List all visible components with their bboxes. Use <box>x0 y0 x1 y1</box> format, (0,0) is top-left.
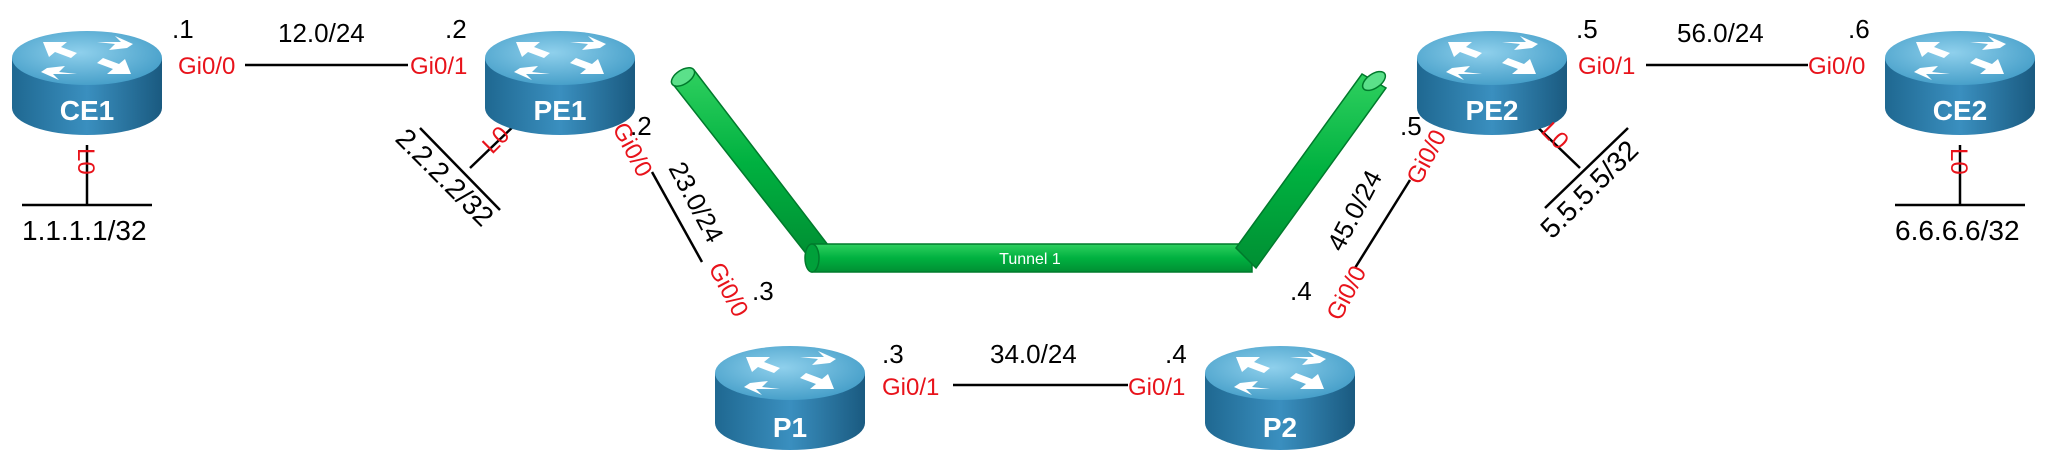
subnet-p1-p2: 34.0/24 <box>990 339 1077 369</box>
host-id-pe1-down: .2 <box>630 111 652 141</box>
loopback-address-ce1: 1.1.1.1/32 <box>22 215 147 246</box>
host-id-ce1: .1 <box>172 14 194 44</box>
interface-p2-gi00: Gi0/0 <box>1321 261 1372 324</box>
router-label-p2: P2 <box>1263 412 1297 443</box>
link-pe1-p1 <box>650 171 704 263</box>
host-id-pe2-down: .5 <box>1400 111 1422 141</box>
interface-ce2-l0: L0 <box>1945 148 1972 175</box>
tunnel-1: Tunnel 1 <box>670 67 1388 273</box>
subnet-p2-pe2: 45.0/24 <box>1321 165 1388 256</box>
router-label-pe2: PE2 <box>1466 95 1519 126</box>
subnet-pe2-ce2: 56.0/24 <box>1677 18 1764 48</box>
host-id-p1-right: .3 <box>882 339 904 369</box>
interface-p2-gi01: Gi0/1 <box>1128 374 1185 401</box>
router-label-ce1: CE1 <box>60 95 114 126</box>
loopback-ce1 <box>22 145 152 207</box>
router-ce2[interactable]: CE2 <box>1885 31 2035 135</box>
router-label-p1: P1 <box>773 412 807 443</box>
interface-p1-gi00: Gi0/0 <box>703 258 754 321</box>
router-ce1[interactable]: CE1 <box>12 31 162 135</box>
router-pe2[interactable]: PE2 <box>1417 31 1567 135</box>
loopback-address-ce2: 6.6.6.6/32 <box>1895 215 2020 246</box>
host-id-p1-up: .3 <box>752 276 774 306</box>
host-id-p2-up: .4 <box>1290 276 1312 306</box>
host-id-pe2-right: .5 <box>1576 14 1598 44</box>
tunnel-label: Tunnel 1 <box>999 251 1061 268</box>
interface-pe2-gi01: Gi0/1 <box>1578 53 1635 80</box>
router-p1[interactable]: P1 <box>715 346 865 450</box>
router-label-ce2: CE2 <box>1933 95 1987 126</box>
router-label-pe1: PE1 <box>534 95 587 126</box>
router-p2[interactable]: P2 <box>1205 346 1355 450</box>
host-id-ce2: .6 <box>1848 14 1870 44</box>
interface-ce1-gi00: Gi0/0 <box>178 53 235 80</box>
host-id-pe1-left: .2 <box>445 14 467 44</box>
host-id-p2-left: .4 <box>1165 339 1187 369</box>
interface-pe1-gi01: Gi0/1 <box>410 53 467 80</box>
interface-ce2-gi00: Gi0/0 <box>1808 53 1865 80</box>
subnet-ce1-pe1: 12.0/24 <box>278 18 365 48</box>
router-pe1[interactable]: PE1 <box>485 31 635 135</box>
interface-ce1-l0: L0 <box>72 148 99 175</box>
link-p2-pe2 <box>1353 179 1412 269</box>
loopback-ce2 <box>1895 145 2025 207</box>
subnet-pe1-p1: 23.0/24 <box>663 157 730 248</box>
interface-p1-gi01: Gi0/1 <box>882 374 939 401</box>
